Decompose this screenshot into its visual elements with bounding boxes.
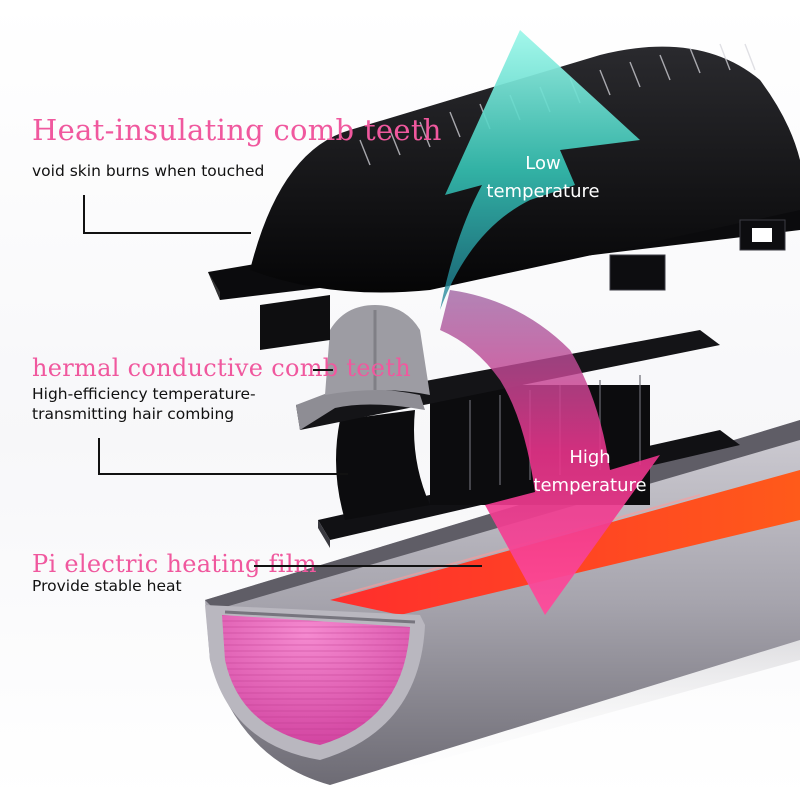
high-temperature-arrow <box>440 290 660 615</box>
callout-heat-insulating-title: Heat-insulating comb teeth <box>32 113 442 147</box>
callout-heating-film-subtitle: Provide stable heat <box>32 577 182 595</box>
callout-heating-film-leader <box>254 565 482 567</box>
callout-heat-insulating-leader-h <box>83 232 251 234</box>
callout-thermal-conductive-leader-v <box>98 438 100 474</box>
high-temperature-label: High temperature <box>520 444 660 500</box>
low-temperature-line1: Low <box>525 153 561 174</box>
callout-thermal-conductive-subtitle-1: High-efficiency temperature- <box>32 385 256 403</box>
callout-heating-film-title: Pi electric heating film <box>32 550 317 578</box>
high-temperature-line2: temperature <box>533 475 647 496</box>
callout-thermal-conductive-leader-short <box>313 369 333 371</box>
low-temperature-line2: temperature <box>486 181 600 202</box>
callout-heat-insulating-subtitle: void skin burns when touched <box>32 162 265 180</box>
low-temperature-arrow <box>440 30 640 310</box>
high-temperature-line1: High <box>569 447 611 468</box>
callout-thermal-conductive-leader-h <box>98 473 348 475</box>
low-temperature-label: Low temperature <box>478 150 608 206</box>
callout-thermal-conductive-title: hermal conductive comb teeth <box>32 354 412 382</box>
callout-heat-insulating-leader-v <box>83 195 85 233</box>
callout-thermal-conductive-subtitle-2: transmitting hair combing <box>32 405 235 423</box>
